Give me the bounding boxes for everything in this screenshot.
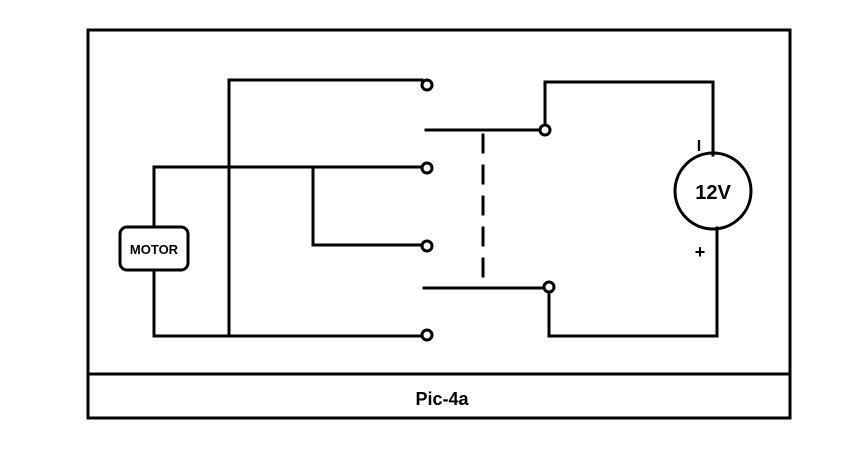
battery-positive-wire <box>547 226 719 338</box>
battery-negative-wire <box>543 80 715 157</box>
battery-positive-label: + <box>695 242 706 262</box>
motor-label: MOTOR <box>130 242 179 257</box>
terminal-2 <box>420 161 434 175</box>
battery-negative-label: I <box>697 138 701 155</box>
battery-circle <box>673 151 753 231</box>
terminal-1 <box>420 78 434 92</box>
crossover-wire-top <box>227 78 424 338</box>
crossover-wire-middle <box>311 165 424 247</box>
terminal-4 <box>420 328 434 342</box>
battery-label: 12V <box>695 182 731 204</box>
motor-bottom-wire <box>152 268 424 338</box>
diagram-frame <box>86 28 792 420</box>
terminal-3 <box>420 239 434 253</box>
motor-top-wire <box>152 165 424 229</box>
diagram-caption: Pic-4a <box>415 389 469 409</box>
